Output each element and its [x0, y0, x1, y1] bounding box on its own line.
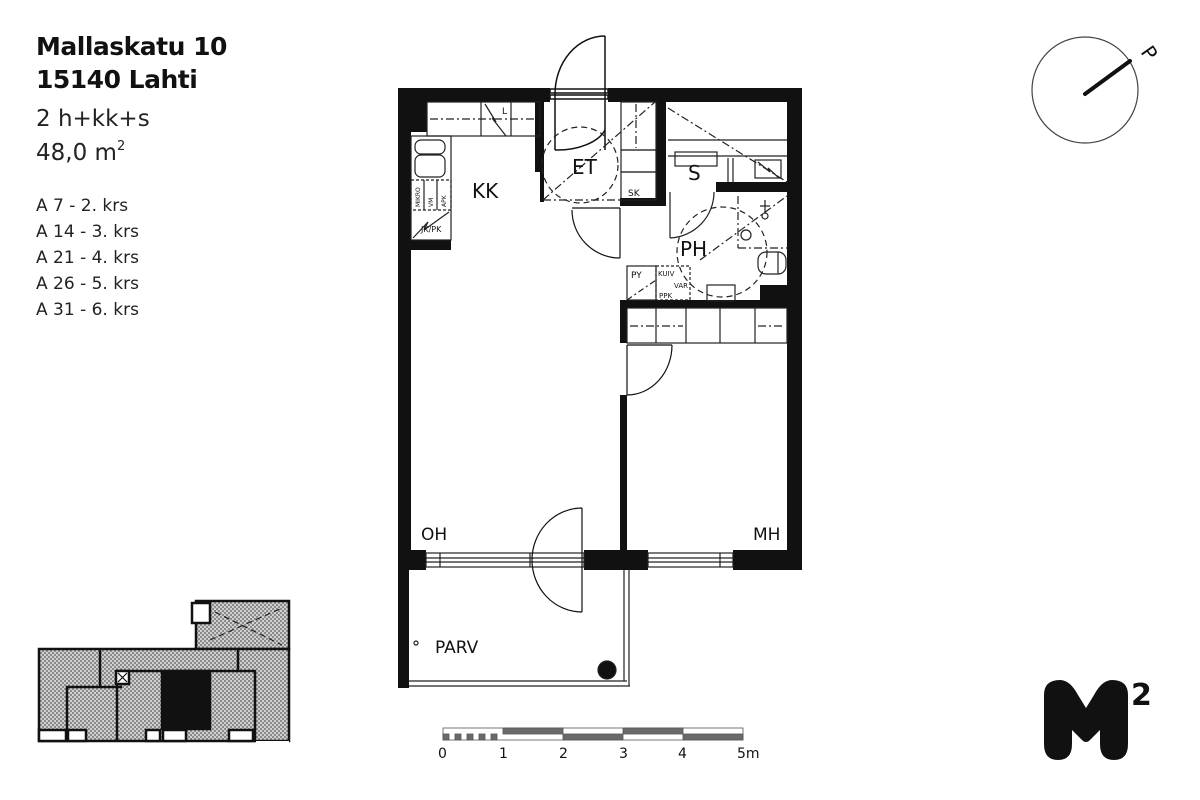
svg-text:5m: 5m — [737, 746, 760, 762]
apk-label: APK — [441, 194, 448, 207]
room-label-bathroom: PH — [680, 237, 707, 261]
svg-text:2: 2 — [559, 746, 568, 762]
kitchen-counter — [410, 101, 541, 241]
svg-text:4: 4 — [678, 746, 687, 762]
room-label-sauna: S — [688, 161, 701, 185]
fridge-label: JK/PK — [420, 225, 442, 234]
micro-label: MIKRO — [415, 187, 422, 207]
logo-superscript: 2 — [1131, 678, 1152, 713]
apartment-item: A 31 - 6. krs — [36, 300, 139, 320]
city-postcode: 15140 Lahti — [36, 65, 198, 94]
walls — [398, 88, 802, 688]
bathroom — [626, 191, 788, 302]
bedroom-wardrobes — [626, 307, 788, 344]
svg-text:0: 0 — [438, 746, 447, 762]
apartment-item: A 26 - 5. krs — [36, 274, 139, 294]
balcony-door — [531, 507, 583, 613]
street-address: Mallaskatu 10 — [36, 32, 227, 61]
vm-label: VM — [428, 198, 435, 207]
room-label-living: OH — [421, 525, 447, 545]
washer-label: VAR — [674, 282, 688, 290]
entry-closets — [541, 101, 657, 204]
floor-area: 48,0 m2 — [36, 139, 126, 166]
apartment-item: A 14 - 3. krs — [36, 222, 139, 242]
windows — [425, 552, 734, 568]
room-label-kitchen: KK — [472, 179, 499, 203]
entry-inner-door — [571, 207, 621, 259]
room-label-entry: ET — [572, 155, 598, 179]
closet-label: SK — [628, 189, 641, 199]
laundry-label: PY — [631, 271, 642, 281]
room-label-bedroom: MH — [753, 525, 780, 545]
svg-text:1: 1 — [499, 746, 508, 762]
apartment-info: Mallaskatu 10 15140 Lahti 2 h+kk+s 48,0 … — [36, 30, 227, 323]
apartment-item: A 21 - 4. krs — [36, 248, 139, 268]
dryer-label: KUIV — [658, 270, 675, 278]
scale-bar — [442, 727, 744, 741]
balcony — [409, 570, 630, 687]
building-key-plan — [37, 599, 291, 751]
scale-ticks: 0 1 2 3 4 5m — [438, 746, 760, 762]
apartment-item: A 7 - 2. krs — [36, 196, 129, 216]
compass-north-label: P — [1136, 41, 1163, 65]
room-type: 2 h+kk+s — [36, 106, 150, 132]
north-compass-icon: P — [1031, 36, 1163, 144]
entrance-door — [549, 35, 609, 151]
svg-text:3: 3 — [619, 746, 628, 762]
sauna — [667, 107, 788, 183]
bedroom-door — [626, 344, 673, 396]
floor-plan: L JK/PK MIKRO VM APK SK — [398, 35, 802, 688]
m2-logo: 2 — [1044, 678, 1152, 760]
room-label-balcony: PARV — [435, 638, 479, 658]
oven-label: L — [502, 107, 507, 117]
apartment-list: A 7 - 2. krs A 14 - 3. krs A 21 - 4. krs… — [36, 193, 227, 323]
ppk-label: PPK — [659, 292, 672, 300]
